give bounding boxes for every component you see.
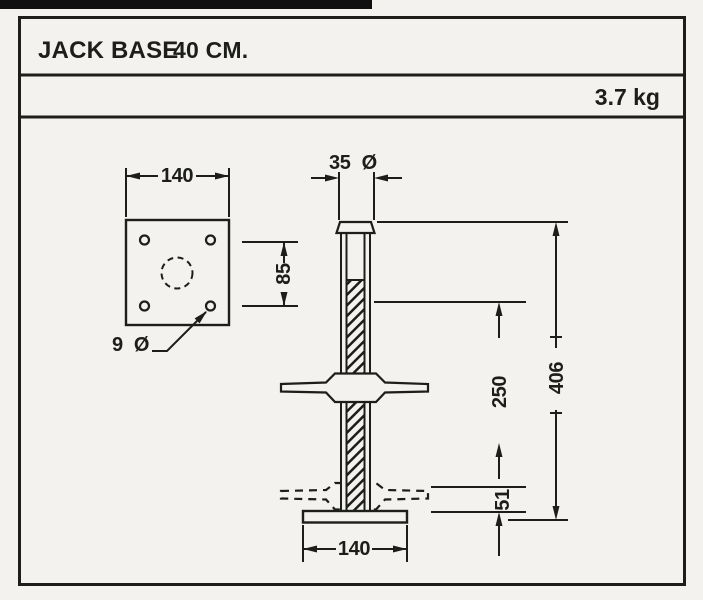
elevation-view: 35 Ø 250 51 406 xyxy=(279,152,568,562)
spec-frame xyxy=(18,16,686,586)
weight-value: 3.7 kg xyxy=(595,84,660,110)
diameter-symbol: Ø xyxy=(362,152,377,174)
base-plate-outline xyxy=(124,218,231,327)
dim-plate-width-label: 140 xyxy=(161,165,193,187)
bolt-hole xyxy=(138,300,151,312)
dim-overall-height: 406 xyxy=(546,222,568,520)
plan-view: 140 85 9 Ø xyxy=(112,165,298,356)
tube-upper-outline xyxy=(340,233,371,373)
threaded-rod-lower-hatch xyxy=(347,402,364,511)
size-label: 40 CM. xyxy=(173,37,248,63)
dim-hole-spacing: 85 xyxy=(242,241,298,307)
tube-position-dashed-circle xyxy=(160,256,194,290)
dim-base-plate-width: 140 xyxy=(302,525,408,562)
wing-nut xyxy=(279,372,430,404)
screw-diameter-value: 35 xyxy=(329,152,351,174)
page-title: JACK BASE xyxy=(38,37,179,64)
threaded-rod-lower-outline xyxy=(340,402,371,511)
scan-artifact-strip xyxy=(0,0,372,9)
bolt-hole xyxy=(138,234,151,246)
dim-base-plate-width-label: 140 xyxy=(338,538,370,560)
svg-text:35 Ø: 35 Ø xyxy=(329,152,377,174)
frame-border xyxy=(18,16,686,586)
dim-lower-section: 51 xyxy=(492,489,514,556)
hole-diameter-value: 9 xyxy=(112,334,123,356)
wing-nut-lowered-dashed xyxy=(279,481,430,511)
bolt-hole xyxy=(204,300,217,312)
dim-screw-diameter: 35 Ø xyxy=(311,152,402,220)
leader-line xyxy=(152,311,207,352)
diameter-symbol: Ø xyxy=(134,334,149,356)
dim-overall-height-label: 406 xyxy=(546,362,568,394)
svg-text:9 Ø: 9 Ø xyxy=(112,334,149,356)
dim-adjustment-height: 250 xyxy=(489,302,511,479)
leader-arrowhead xyxy=(194,311,207,324)
threaded-rod-upper-hatch xyxy=(347,281,364,373)
screw-top-cap xyxy=(334,220,377,235)
dim-adjustment-height-label: 250 xyxy=(489,376,511,408)
bolt-hole xyxy=(204,234,217,246)
dim-plate-width: 140 xyxy=(125,165,230,217)
dim-hole-spacing-label: 85 xyxy=(273,263,295,285)
dim-lower-section-label: 51 xyxy=(492,489,514,511)
base-plate-side xyxy=(301,509,409,524)
callout-hole-diameter: 9 Ø xyxy=(112,311,207,356)
header: JACK BASE 40 CM. 3.7 kg xyxy=(38,37,660,110)
